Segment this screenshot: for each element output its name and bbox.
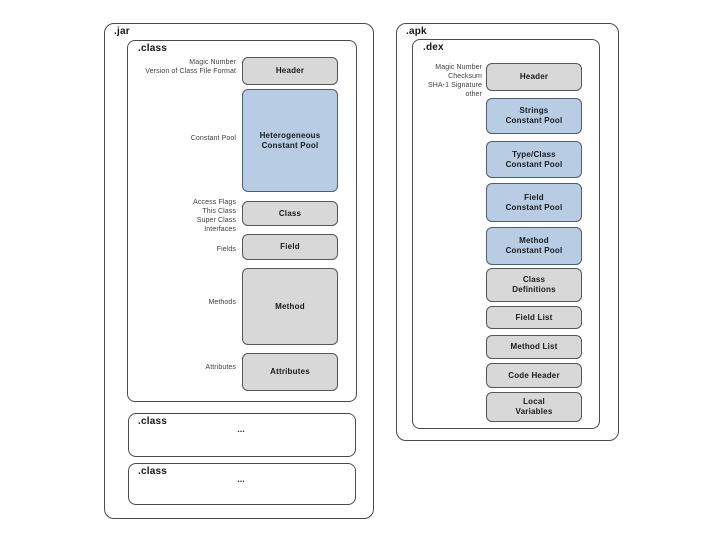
dex-local-variables-box: Local Variables	[486, 392, 582, 422]
dex-class-definitions-box: Class Definitions	[486, 268, 582, 302]
dex-code-header-box: Code Header	[486, 363, 582, 388]
class-file-box-3	[128, 463, 356, 505]
class-attributes-box: Attributes	[242, 353, 338, 391]
class-methods-annotation: Methods	[208, 299, 236, 306]
dex-strings-constant-pool-box: Strings Constant Pool	[486, 98, 582, 134]
class-attributes-annotation: Attributes	[205, 364, 236, 371]
class-file-3-ellipsis: ...	[237, 474, 245, 484]
class-field-box: Field	[242, 234, 338, 260]
dex-method-constant-pool-box: Method Constant Pool	[486, 227, 582, 265]
class-file-3-label: .class	[138, 466, 168, 477]
dex-method-list-box: Method List	[486, 335, 582, 359]
class-file-2-ellipsis: ...	[237, 424, 245, 434]
class-header-box: Header	[242, 57, 338, 85]
dex-field-list-box: Field List	[486, 306, 582, 329]
class-constant-pool-annotation: Constant Pool	[190, 135, 236, 142]
apk-label: .apk	[406, 26, 427, 37]
class-method-box: Method	[242, 268, 338, 345]
dex-type-class-constant-pool-box: Type/Class Constant Pool	[486, 141, 582, 178]
class-file-2-label: .class	[138, 416, 168, 427]
class-header-annotation: Magic Number Version of Class File Forma…	[145, 59, 236, 75]
class-class-box: Class	[242, 201, 338, 226]
dex-field-constant-pool-box: Field Constant Pool	[486, 183, 582, 222]
class-file-box-2	[128, 413, 356, 457]
dex-file-label: .dex	[423, 42, 444, 53]
jar-label: .jar	[114, 26, 130, 37]
dex-header-annotation: Magic Number Checksum SHA-1 Signature ot…	[427, 64, 482, 98]
class-class-annotation: Access Flags This Class Super Class Inte…	[193, 199, 236, 233]
class-file-label: .class	[138, 43, 168, 54]
dex-header-box: Header	[486, 63, 582, 91]
class-fields-annotation: Fields	[216, 246, 236, 253]
class-constant-pool-box: Heterogeneous Constant Pool	[242, 89, 338, 192]
